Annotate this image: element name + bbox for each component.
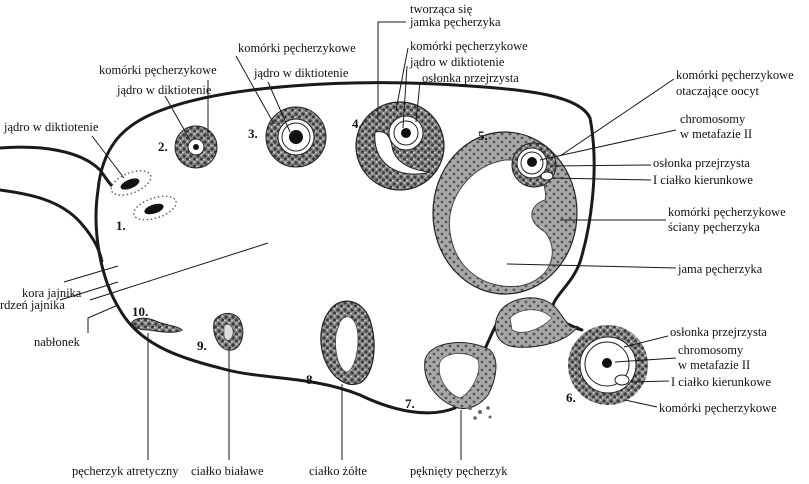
label-number-7: 7. <box>405 396 415 411</box>
atretic-follicle-10 <box>131 317 183 333</box>
label-zona-pellucida-6: osłonka przejrzysta <box>670 325 767 339</box>
label-ovarian-cortex: kora jajnika <box>22 286 82 300</box>
leader-lines <box>59 21 677 460</box>
label-corpus-albicans: ciałko białawe <box>191 464 264 478</box>
label-nucleus-1: jądro w diktiotenie <box>3 120 99 134</box>
primordial-follicle-1b <box>133 195 177 221</box>
primary-follicle-2 <box>174 125 218 169</box>
label-cumulus-cells-line1: komórki pęcherzykowe <box>676 68 794 82</box>
label-number-8: 8. <box>306 372 316 387</box>
collapsing-follicle <box>494 297 579 348</box>
label-follicular-cells-3: komórki pęcherzykowe <box>238 41 356 55</box>
label-forming-antrum-line2: jamka pęcherzyka <box>409 15 501 29</box>
label-zona-pellucida-4: osłonka przejrzysta <box>422 71 519 85</box>
cortex-medulla-boundary <box>89 242 269 301</box>
label-number-9: 9. <box>197 338 207 353</box>
label-number-5: 5. <box>478 128 488 143</box>
label-nucleus-3: jądro w diktiotenie <box>253 66 349 80</box>
early-antral-follicle-4 <box>355 101 445 191</box>
corpus-luteum-8 <box>320 300 375 386</box>
label-forming-antrum-line1: tworząca się <box>410 2 473 16</box>
label-number-10: 10. <box>132 304 148 319</box>
label-follicular-cells-2: komórki pęcherzykowe <box>99 63 217 77</box>
label-number-6: 6. <box>566 390 576 405</box>
label-antrum: jama pęcherzyka <box>677 262 763 276</box>
label-number-2: 2. <box>158 139 168 154</box>
label-cumulus-cells-line2: otaczające oocyt <box>676 84 759 98</box>
label-ruptured-follicle: pęknięty pęcherzyk <box>410 464 508 478</box>
label-atretic-follicle: pęcherzyk atretyczny <box>72 464 179 478</box>
label-metaphase-chromosomes-6-line2: w metafazie II <box>678 358 750 372</box>
label-polar-body-5: I ciałko kierunkowe <box>653 173 753 187</box>
ruptured-follicle-7 <box>424 342 497 420</box>
label-number-1: 1. <box>116 218 126 233</box>
label-wall-cells-line2: ściany pęcherzyka <box>668 220 760 234</box>
label-metaphase-chromosomes-5-line1: chromosomy <box>680 112 746 126</box>
label-ovarian-medulla: rdzeń jajnika <box>0 298 65 312</box>
label-follicular-cells-4: komórki pęcherzykowe <box>410 39 528 53</box>
label-metaphase-chromosomes-5-line2: w metafazie II <box>680 127 752 141</box>
label-follicular-cells-6: komórki pęcherzykowe <box>659 401 777 415</box>
label-metaphase-chromosomes-6-line1: chromosomy <box>678 343 744 357</box>
label-zona-pellucida-5: osłonka przejrzysta <box>653 156 750 170</box>
graafian-follicle-5 <box>432 131 578 295</box>
label-corpus-luteum: ciałko żółte <box>309 464 367 478</box>
hilum-line-lower <box>0 188 104 263</box>
label-number-3: 3. <box>248 126 258 141</box>
label-epithelium: nabłonek <box>34 335 81 349</box>
label-nucleus-2: jądro w diktiotenie <box>116 83 212 97</box>
label-number-4: 4. <box>352 116 362 131</box>
label-wall-cells-line1: komórki pęcherzykowe <box>668 205 786 219</box>
secondary-follicle-3 <box>265 106 327 168</box>
corpus-albicans-9 <box>213 313 244 351</box>
ovulated-oocyte-6 <box>568 325 648 405</box>
primordial-follicle-1a <box>110 170 152 196</box>
label-polar-body-6: I ciałko kierunkowe <box>671 375 771 389</box>
hilum-line-upper <box>0 145 114 188</box>
label-nucleus-4: jądro w diktiotenie <box>409 55 505 69</box>
